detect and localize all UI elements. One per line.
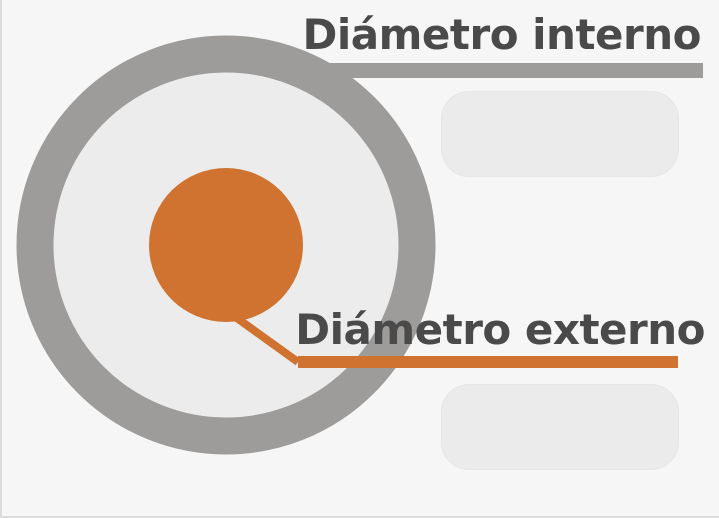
- inner-diameter-value-box[interactable]: [441, 91, 679, 177]
- outer-diameter-label: Diámetro externo: [295, 305, 705, 354]
- outer-diameter-underline: [298, 356, 678, 368]
- outer-diameter-value-box[interactable]: [441, 384, 679, 470]
- inner-diameter-label: Diámetro interno: [302, 10, 702, 59]
- inner-diameter-underline: [325, 63, 703, 78]
- inner-core-circle: [149, 168, 303, 322]
- outer-diameter-leader: [231, 312, 301, 366]
